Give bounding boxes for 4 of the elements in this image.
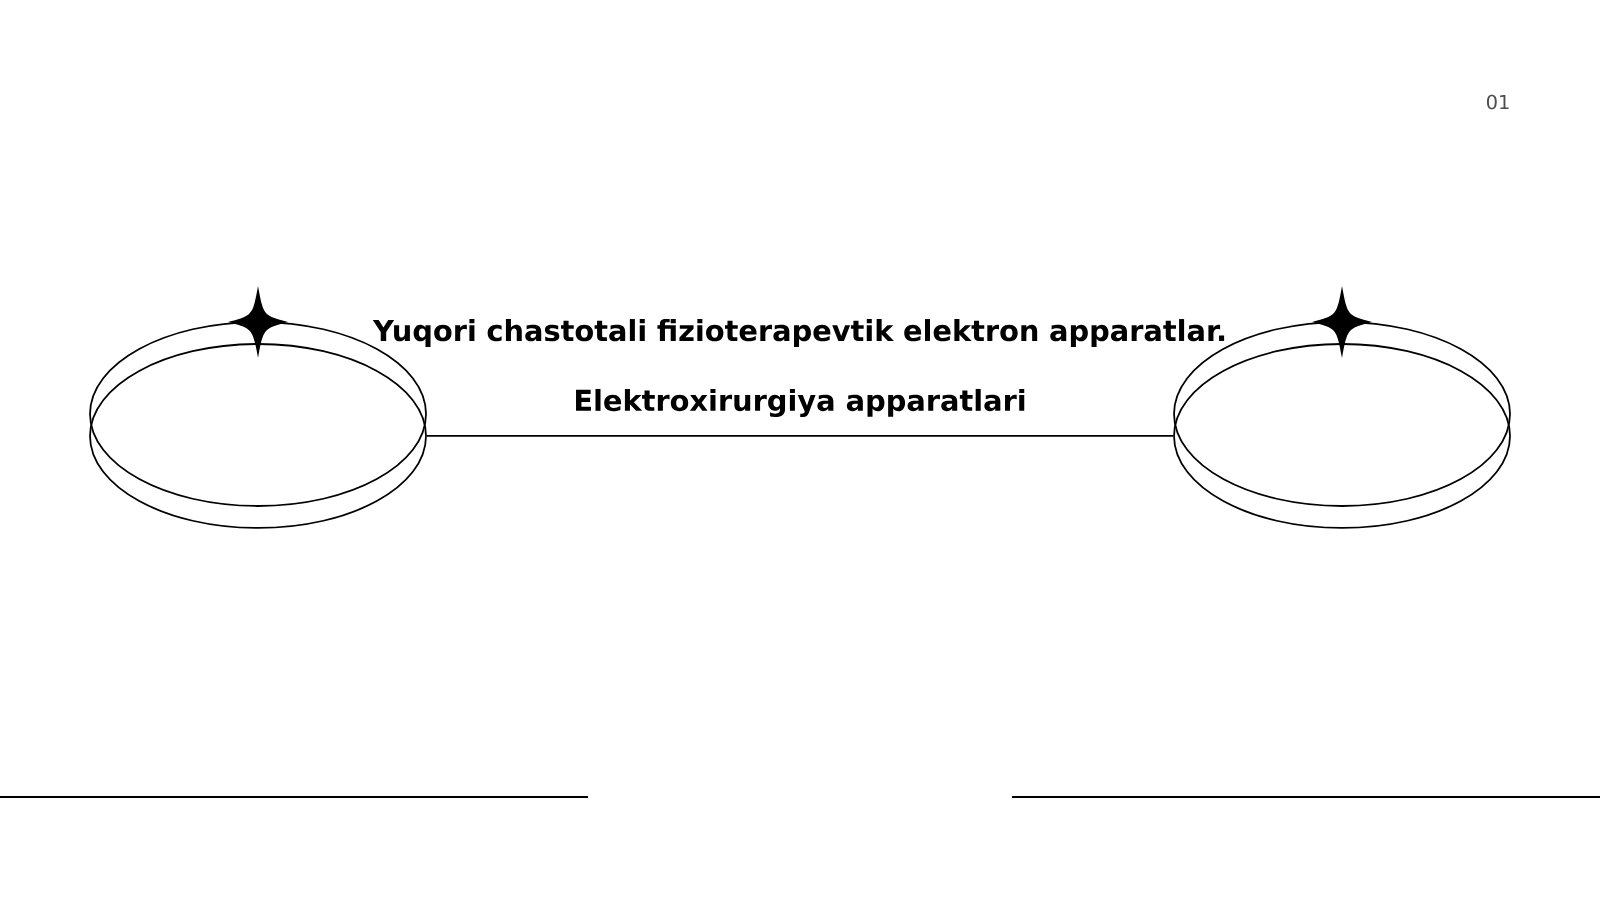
connector-line: [426, 435, 1175, 437]
slide-title: Yuqori chastotali fizioterapevtik elektron apparatlar.: [372, 319, 1225, 347]
page-number: 01: [1487, 94, 1509, 110]
slide-title: Elektroxirurgiya apparatlari: [576, 388, 1025, 418]
